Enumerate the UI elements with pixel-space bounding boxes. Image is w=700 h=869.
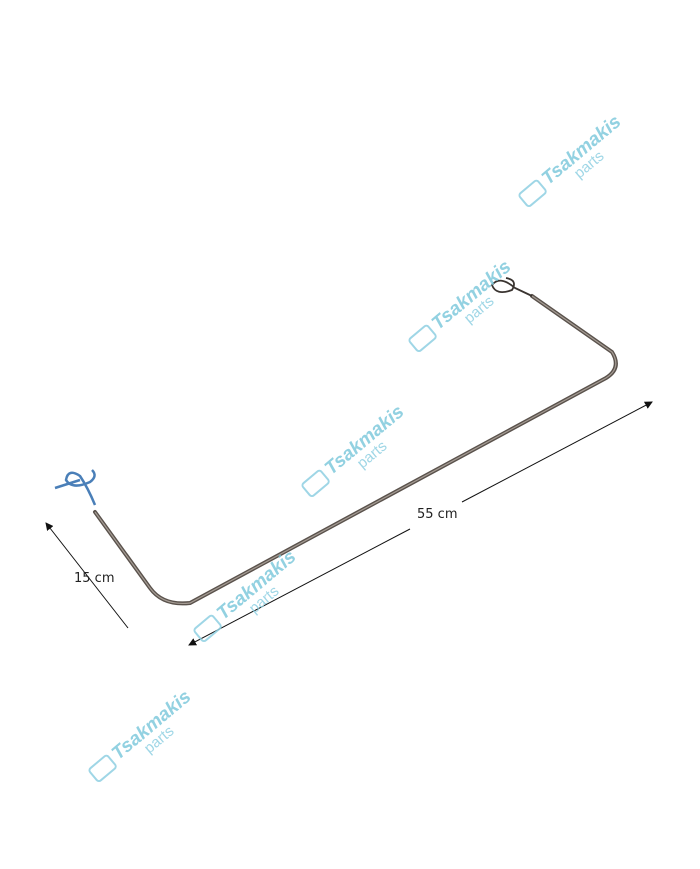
length-label: 55 cm [417,507,458,522]
height-dimension-arrow [45,522,129,629]
length-dimension-arrow-right [461,401,653,503]
right-wire-loop [490,277,533,297]
left-wire-loop [54,469,97,506]
height-label: 15 cm [74,571,115,586]
length-dimension-arrow-left [188,528,411,646]
